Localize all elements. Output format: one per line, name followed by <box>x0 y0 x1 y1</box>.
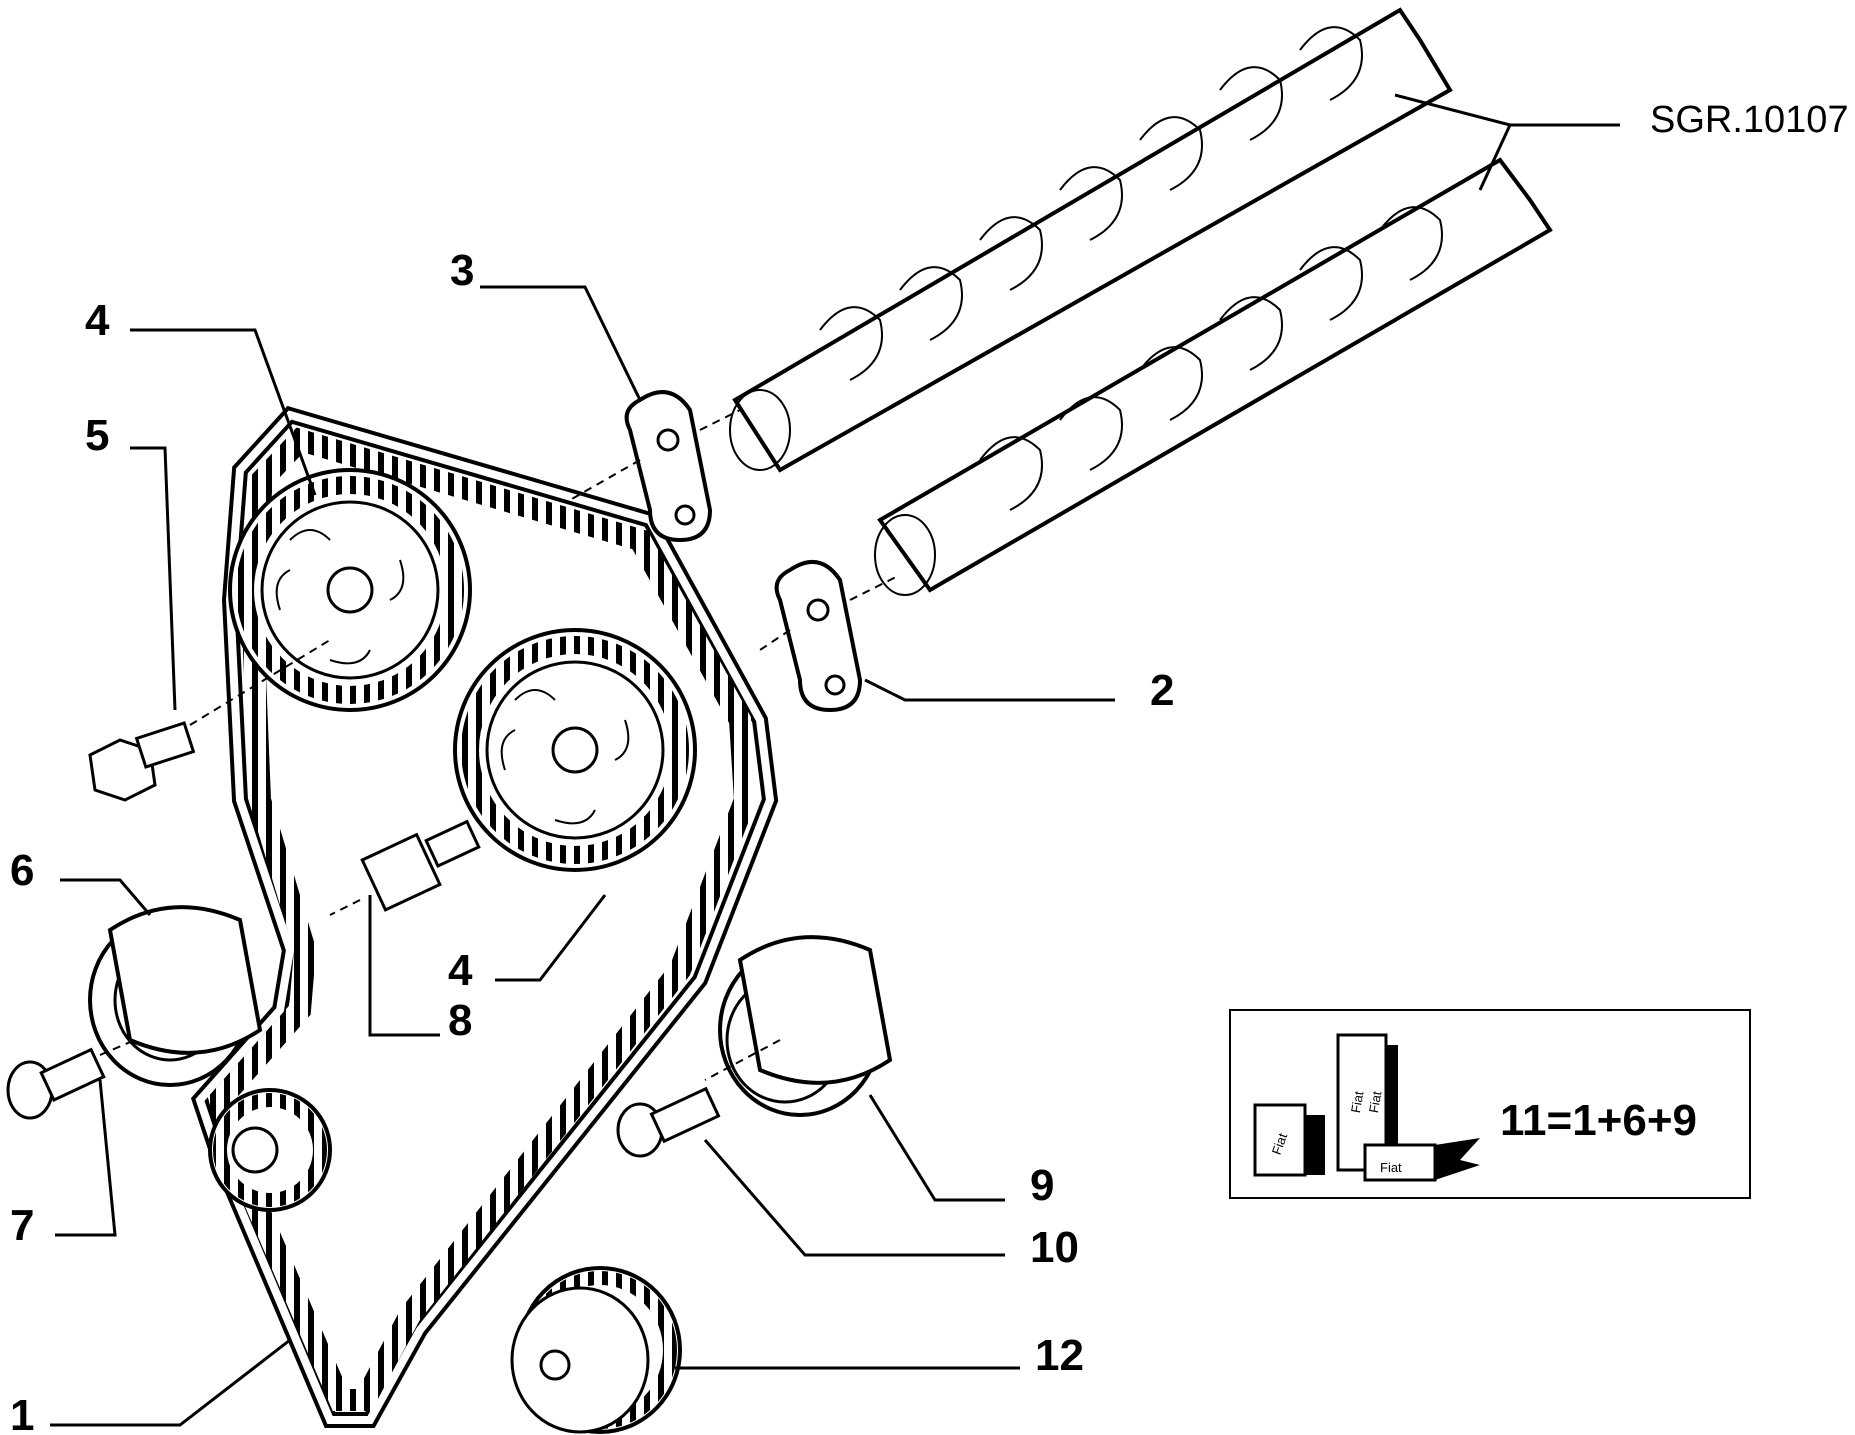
callout-1: 1 <box>10 1391 34 1435</box>
bolt-5 <box>88 639 331 802</box>
camshaft-upper <box>729 7 1453 473</box>
callout-12: 12 <box>1035 1331 1084 1380</box>
callout-10: 10 <box>1030 1223 1079 1272</box>
crankshaft-gear <box>208 1088 332 1212</box>
stud-8 <box>329 819 481 916</box>
kit-box: Fiat Fiat Fiat Fiat 11=1+6+9 <box>1229 1009 1751 1199</box>
bolt-7 <box>6 1039 136 1120</box>
idler-9 <box>704 935 893 1117</box>
camshaft-lower <box>874 157 1553 596</box>
kit-illustration: Fiat Fiat Fiat Fiat <box>1253 1033 1480 1182</box>
washer-2 <box>759 560 901 713</box>
callout-4-lower: 4 <box>448 946 473 995</box>
timing-belt <box>190 405 779 1428</box>
kit-label-tube-2: Fiat <box>1366 1090 1385 1114</box>
camshaft-pulley-lower <box>453 628 697 872</box>
callout-4-upper: 4 <box>85 296 110 345</box>
kit-label-pack: Fiat <box>1380 1160 1402 1175</box>
camshaft-pulley-upper <box>228 468 472 712</box>
leader-lines <box>50 93 1620 1427</box>
bolt-10 <box>616 1086 721 1158</box>
kit-label-box: Fiat <box>1269 1131 1291 1157</box>
callout-7: 7 <box>10 1201 34 1250</box>
washer-3 <box>569 390 741 543</box>
callout-9: 9 <box>1030 1161 1054 1210</box>
crankshaft-pulley-12 <box>510 1266 682 1434</box>
callout-6: 6 <box>10 846 34 895</box>
callout-5: 5 <box>85 411 109 460</box>
kit-label-tube-1: Fiat <box>1348 1090 1367 1114</box>
callout-8: 8 <box>448 996 472 1045</box>
callout-2: 2 <box>1150 666 1174 715</box>
callout-3: 3 <box>450 246 474 295</box>
reference-code: SGR.10107 <box>1650 99 1849 141</box>
kit-formula: 11=1+6+9 <box>1500 1096 1697 1145</box>
